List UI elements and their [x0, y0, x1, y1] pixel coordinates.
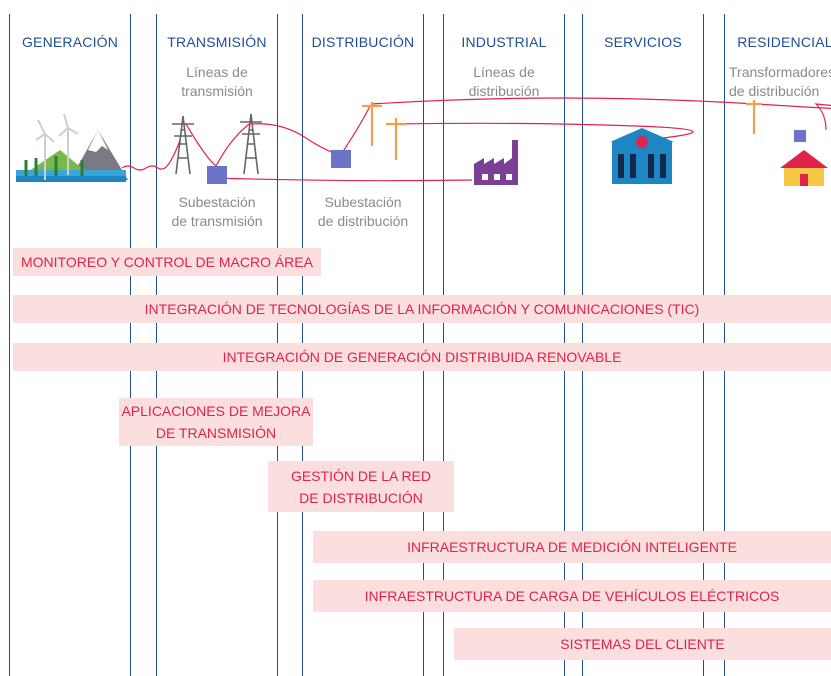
label-line: Subestación [178, 194, 256, 210]
label-line: Líneas de [186, 64, 248, 80]
band-sistemas-cliente: SISTEMAS DEL CLIENTE [454, 628, 831, 660]
band-line: GESTIÓN DE LA RED [290, 467, 432, 484]
label-line: transmisión [181, 83, 253, 99]
band-integracion-tic: INTEGRACIÓN DE TECNOLOGÍAS DE LA INFORMA… [13, 295, 831, 323]
services-building-icon [610, 128, 674, 184]
column-title-servicios: SERVICIOS [604, 34, 682, 50]
column-title-industrial: INDUSTRIAL [461, 34, 547, 50]
factory-icon [474, 140, 518, 185]
label-transformadores: Transformadores de distribución [729, 63, 831, 101]
column-title-transmision: TRANSMISIÓN [167, 34, 267, 50]
band-line: DE TRANSMISIÓN [155, 425, 277, 441]
label-lineas-transmision: Líneas de transmisión [156, 63, 278, 101]
column-title-residencial: RESIDENCIAL [737, 34, 831, 50]
label-line: de distribución [317, 213, 409, 229]
generation-landscape-icon [16, 113, 128, 182]
label-line: distribución [468, 83, 540, 99]
label-lineas-distribucion: Líneas de distribución [443, 63, 565, 101]
band-monitoreo-macro-area: MONITOREO Y CONTROL DE MACRO ÁREA [13, 248, 321, 276]
label-line: Subestación [324, 194, 402, 210]
label-subestacion-transmision: Subestación de transmisión [156, 193, 278, 231]
band-generacion-distribuida: INTEGRACIÓN DE GENERACIÓN DISTRIBUIDA RE… [13, 343, 831, 371]
band-gestion-red-distribucion: GESTIÓN DE LA RED DE DISTRIBUCIÓN [268, 461, 454, 512]
band-line: DE DISTRIBUCIÓN [299, 489, 423, 506]
transmission-tower-icon [172, 113, 262, 175]
utility-pole-icon [362, 100, 762, 160]
band-mejora-transmision: APLICACIONES DE MEJORA DE TRANSMISIÓN [119, 398, 313, 446]
power-line-wires [121, 97, 831, 182]
label-line: de transmisión [171, 213, 263, 229]
band-carga-vehiculos: INFRAESTRUCTURA DE CARGA DE VEHÍCULOS EL… [313, 580, 831, 612]
house-icon [780, 150, 828, 186]
substation-icon [207, 130, 806, 184]
label-line: Líneas de [473, 64, 535, 80]
label-line: Transformadores [729, 64, 831, 80]
label-subestacion-distribucion: Subestación de distribución [302, 193, 424, 231]
band-medicion-inteligente: INFRAESTRUCTURA DE MEDICIÓN INTELIGENTE [313, 531, 831, 563]
band-line: APLICACIONES DE MEJORA [121, 403, 311, 419]
column-title-generacion: GENERACIÓN [21, 34, 119, 50]
label-line: de distribución [729, 83, 820, 99]
column-title-distribucion: DISTRIBUCIÓN [311, 34, 415, 50]
